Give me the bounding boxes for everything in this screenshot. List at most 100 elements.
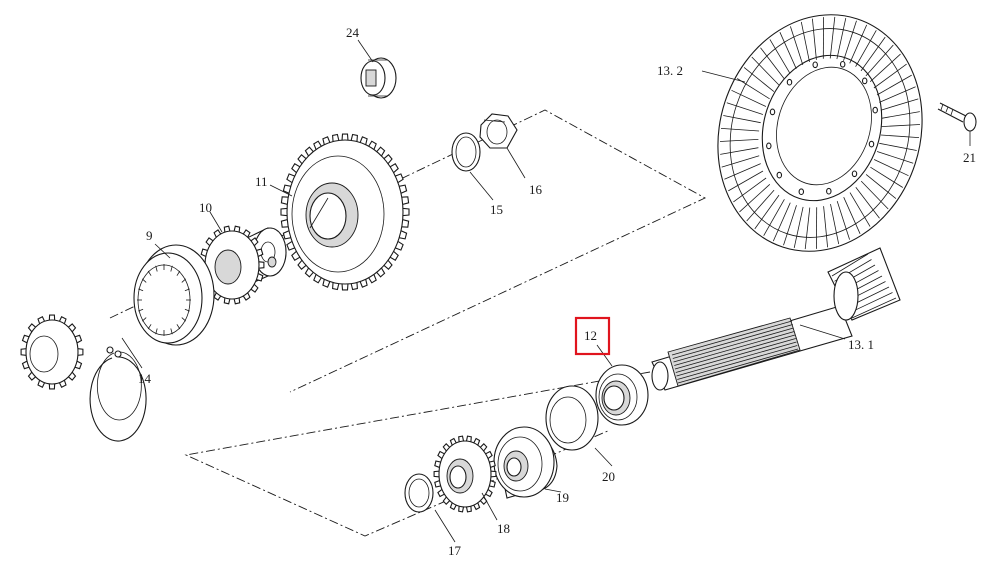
ring-gear-tooth	[873, 159, 909, 177]
bolt-hole	[786, 78, 793, 86]
ring-gear-tooth	[760, 47, 785, 80]
spline	[138, 288, 144, 292]
callout-20: 20	[602, 469, 615, 484]
callout-19: 19	[556, 490, 569, 505]
ring-gear-tooth	[800, 21, 810, 62]
shaft-spline	[676, 341, 797, 377]
ring-gear-tooth	[849, 24, 868, 64]
ring-gear-tooth	[739, 184, 771, 213]
spline	[170, 328, 173, 335]
ring-gear-tooth	[804, 207, 811, 250]
part-13-2-ring-gear	[717, 14, 923, 252]
part-9-synchronizer-ring	[133, 244, 215, 346]
callout-13-2: 13. 2	[657, 63, 683, 78]
part-11-spur-gear	[280, 133, 410, 291]
shaft-spline	[671, 320, 793, 356]
callout-18: 18	[497, 521, 510, 536]
ring-gear-tooth	[869, 53, 901, 82]
spline	[184, 288, 190, 292]
shaft-spline	[674, 331, 795, 366]
part-12-bearing	[595, 364, 649, 426]
spline	[138, 308, 144, 312]
callout-21: 21	[963, 150, 976, 165]
shaft-spline	[674, 334, 796, 370]
part-20-thrust-washer	[545, 385, 599, 451]
ring-gear-tooth	[763, 199, 785, 236]
ring-gear-tooth	[880, 134, 920, 138]
ring-gear-tooth	[746, 189, 775, 222]
ring-gear-tooth	[860, 180, 889, 210]
bolt-hole	[812, 61, 818, 69]
bolt-hole	[769, 108, 776, 116]
bolt-hole	[861, 77, 868, 85]
callout-13-1: 13. 1	[848, 337, 874, 352]
ring-gear-tooth	[855, 186, 880, 219]
spline	[176, 324, 181, 330]
ring-gear-tooth	[733, 177, 767, 203]
spline	[184, 308, 190, 312]
ring-gear-tooth	[880, 98, 919, 111]
ring-gear-tooth	[736, 78, 770, 100]
ring-gear-tooth	[873, 63, 907, 89]
bolt-hole	[839, 60, 846, 68]
ring-gear-tooth	[836, 18, 847, 60]
bolt-hole	[851, 170, 858, 178]
spline	[155, 265, 158, 272]
spline	[181, 278, 187, 283]
callout-highlight-box	[574, 316, 611, 356]
ring-gear-tooth	[721, 155, 760, 168]
ring-gear-tooth	[751, 56, 780, 86]
callout-14: 14	[138, 371, 152, 386]
ring-gear-tooth	[881, 124, 921, 127]
bolt-hole	[776, 171, 783, 179]
part-19-roller-bearing	[493, 426, 558, 499]
ring-gear-tooth	[876, 151, 914, 164]
ring-gear-tooth	[876, 74, 912, 96]
ring-gear-tooth	[719, 139, 759, 142]
spline	[181, 317, 187, 322]
ring-gear-tooth	[726, 102, 764, 115]
ring-gear-tooth	[881, 111, 920, 119]
spline	[141, 278, 147, 283]
assembly-guide-frame-upper	[109, 109, 706, 393]
ring-gear-tooth	[865, 174, 897, 199]
ring-gear-tooth	[836, 200, 850, 240]
bolt-hole	[766, 142, 772, 150]
ring-gear-tooth	[870, 166, 904, 188]
ring-gear-tooth	[843, 197, 861, 234]
part-14-snap-ring	[89, 346, 147, 442]
ring-gear-tooth	[723, 115, 761, 124]
ring-gear-tooth	[843, 20, 857, 61]
ring-gear-tooth	[754, 194, 780, 230]
bolt-hole	[798, 188, 805, 196]
ring-gear-tooth	[879, 142, 917, 151]
ring-gear-tooth	[823, 206, 828, 248]
callout-11: 11	[255, 174, 268, 189]
leader-lines	[121, 39, 971, 543]
spline	[147, 324, 152, 330]
bolt-hole	[872, 106, 878, 114]
callout-16: 16	[529, 182, 543, 197]
spline	[147, 270, 152, 276]
part-21-bolt	[937, 102, 977, 132]
ring-gear-tooth	[790, 26, 804, 66]
shaft-spline	[675, 338, 796, 373]
ring-gear-tooth	[812, 18, 817, 60]
spline	[155, 328, 158, 335]
splined-stub-gear	[20, 314, 84, 390]
shaft-spline	[677, 348, 799, 384]
pinion-tooth	[851, 297, 897, 319]
callout-9: 9	[146, 228, 153, 243]
ring-gear-tooth	[865, 44, 894, 77]
callout-24: 24	[346, 25, 360, 40]
spline	[141, 317, 147, 322]
shaft-spline	[673, 327, 794, 363]
bolt-hole	[826, 187, 832, 195]
spline	[170, 265, 173, 272]
bolt-hole	[868, 140, 875, 148]
ring-gear-tooth	[728, 170, 764, 192]
pinion-tooth	[849, 292, 893, 314]
shaft-spline	[677, 345, 798, 380]
ring-gear-tooth	[855, 30, 877, 67]
